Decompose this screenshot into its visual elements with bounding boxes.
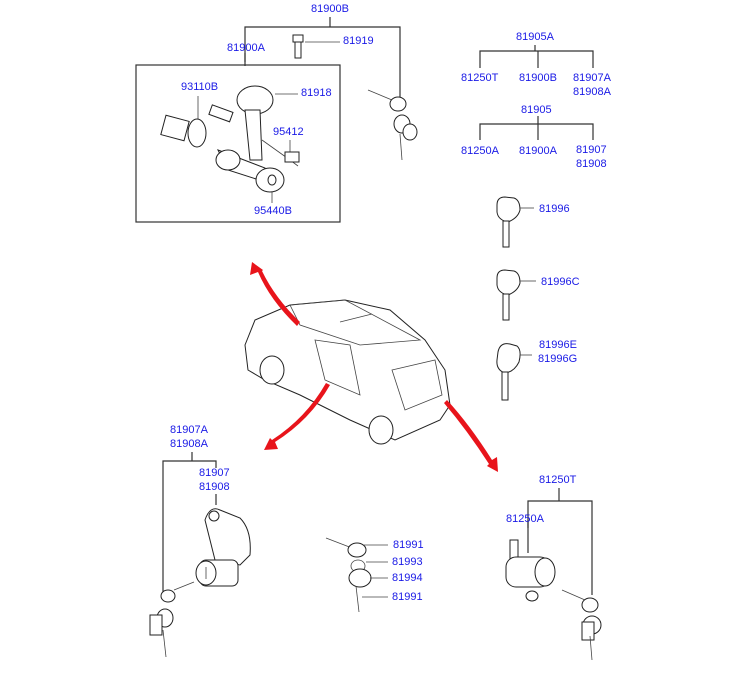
label-door-set-a[interactable]: 81907A: [170, 424, 208, 436]
tailgate-lock-part: [505, 539, 602, 661]
car-illustration: [244, 299, 451, 445]
label-kit-child-2[interactable]: 81900A: [519, 145, 557, 157]
label-kit-a-child-3b[interactable]: 81908A: [573, 86, 611, 98]
label-key-cylinder[interactable]: 95440B: [254, 205, 292, 217]
tailgate-tree-lines: [527, 488, 593, 595]
label-key-ring[interactable]: 81993: [392, 556, 423, 568]
arrow-to-door: [264, 383, 330, 450]
label-key-blank-2[interactable]: 81996C: [541, 276, 580, 288]
label-top-set[interactable]: 81900B: [311, 3, 349, 15]
door-lock-part: [149, 508, 251, 658]
label-tailgate-cyl[interactable]: 81250A: [506, 513, 544, 525]
label-ignition-assy[interactable]: 81900A: [227, 42, 265, 54]
label-kit-child-1[interactable]: 81250A: [461, 145, 499, 157]
label-key-1[interactable]: 81991: [393, 539, 424, 551]
key-blank-81996c-part: [496, 269, 536, 321]
label-connector[interactable]: 95412: [273, 126, 304, 138]
ignition-keys-part: [367, 89, 418, 161]
kit-a-tree-lines: [479, 45, 594, 68]
key-blank-81996e-part: [496, 343, 532, 401]
ignition-assembly-box: [135, 64, 341, 223]
label-kit-a-child-2[interactable]: 81900B: [519, 72, 557, 84]
label-kit-a[interactable]: 81905A: [516, 31, 554, 43]
label-key-2[interactable]: 81991: [392, 591, 423, 603]
label-door-cyl-b[interactable]: 81908: [199, 481, 230, 493]
label-ignition-switch[interactable]: 93110B: [181, 81, 219, 93]
label-lock-body[interactable]: 81918: [301, 87, 332, 99]
label-kit-child-3a[interactable]: 81907: [576, 144, 607, 156]
label-door-cyl-a[interactable]: 81907: [199, 467, 230, 479]
ignition-assembly-leader-lines: [197, 17, 401, 203]
key-blank-81996-part: [496, 196, 534, 248]
label-kit-a-child-1[interactable]: 81250T: [461, 72, 499, 84]
door-lock-tree-lines: [162, 452, 217, 600]
ignition-switch-part: [160, 114, 207, 148]
label-key-blank-3b[interactable]: 81996G: [538, 353, 578, 365]
label-kit[interactable]: 81905: [521, 104, 552, 116]
arrow-to-ignition: [250, 262, 300, 326]
label-door-set-b[interactable]: 81908A: [170, 438, 208, 450]
kit-tree-lines: [479, 116, 594, 140]
label-screw[interactable]: 81919: [343, 35, 374, 47]
label-kit-a-child-3a[interactable]: 81907A: [573, 72, 611, 84]
arrow-to-tailgate: [444, 400, 498, 472]
label-tailgate-set[interactable]: 81250T: [539, 474, 577, 486]
label-key-fob[interactable]: 81994: [392, 572, 423, 584]
key-bundle-part: [325, 537, 388, 613]
label-key-blank-1[interactable]: 81996: [539, 203, 570, 215]
label-key-blank-3a[interactable]: 81996E: [539, 339, 577, 351]
screw-part: [292, 34, 304, 59]
label-kit-child-3b[interactable]: 81908: [576, 158, 607, 170]
arrows: [250, 262, 498, 472]
steering-lock-body-part: [208, 85, 300, 193]
